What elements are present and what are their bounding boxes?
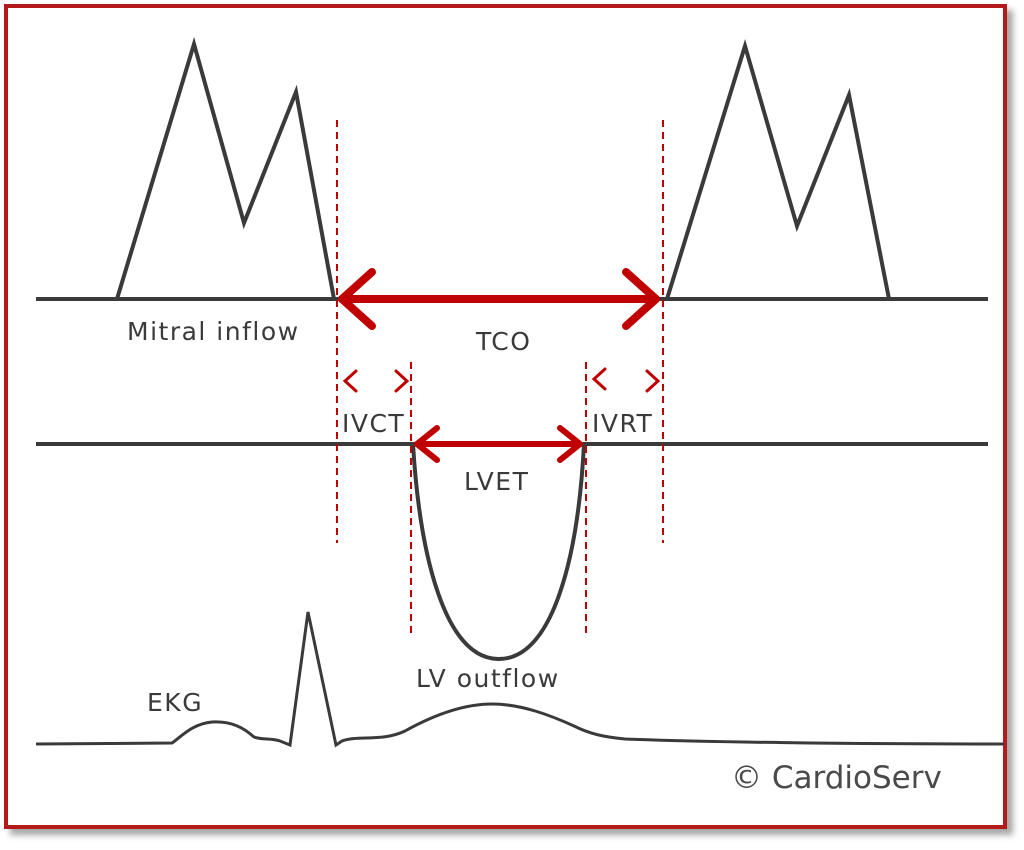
timing-markers	[336, 120, 664, 633]
mitral-ea-wave-left	[115, 36, 336, 300]
mitral-inflow-trace	[36, 36, 988, 301]
lv-ejection-curve	[411, 443, 586, 662]
lv-outflow-label: LV outflow	[416, 664, 560, 693]
lvet-arrow-right-head	[557, 425, 583, 463]
mitral-inflow-label: Mitral inflow	[127, 317, 300, 346]
lvet-arrow	[414, 425, 583, 463]
ivrt-arrows	[591, 367, 661, 393]
ivrt-label: IVRT	[592, 409, 654, 438]
tco-arrow	[338, 268, 660, 330]
ivrt-left-chevron	[591, 367, 607, 391]
diagram-frame	[4, 4, 1007, 829]
mitral-ea-wave-right	[665, 39, 891, 300]
tco-arrow-left-head	[338, 268, 376, 330]
lvet-arrow-left-head	[414, 425, 440, 463]
lvet-label: LVET	[464, 467, 530, 496]
ivct-left-chevron	[342, 369, 358, 393]
ekg-trace	[35, 611, 1005, 748]
ekg-label: EKG	[147, 688, 204, 717]
tco-label: TCO	[476, 327, 532, 356]
copyright-text: © CardioServ	[731, 760, 942, 796]
ivct-label: IVCT	[342, 409, 406, 438]
ivct-arrows	[342, 369, 410, 393]
ivrt-right-chevron	[645, 369, 661, 393]
tco-arrow-right-head	[622, 268, 660, 330]
ivct-right-chevron	[394, 369, 410, 393]
